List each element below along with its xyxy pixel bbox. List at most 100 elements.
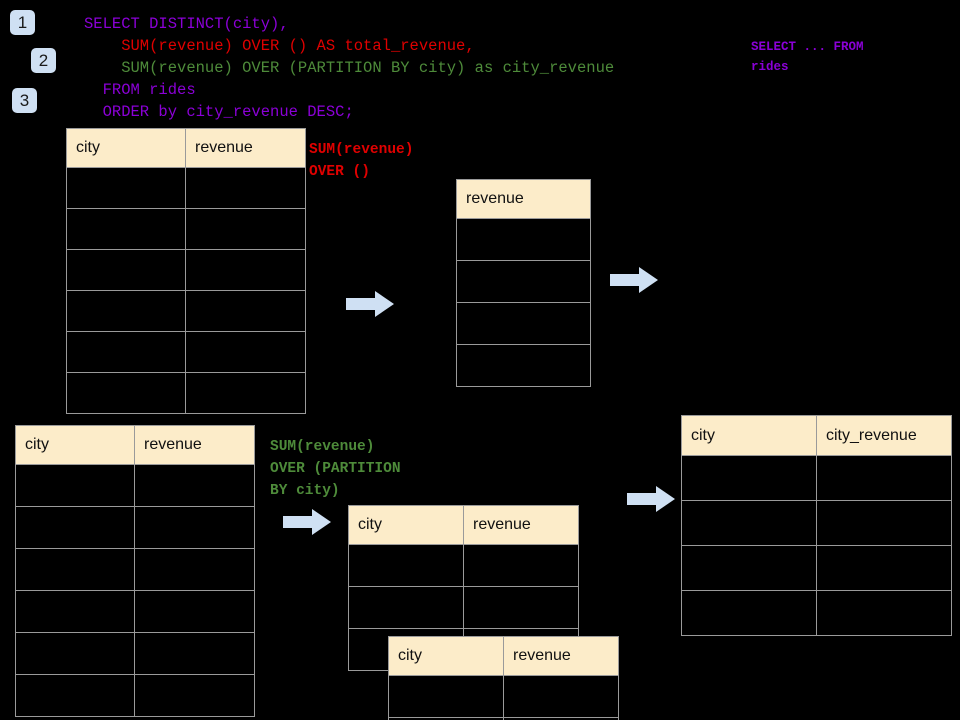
column-header-city: city [66, 128, 186, 168]
column-header-revenue: revenue [185, 128, 306, 168]
table-cell [348, 586, 464, 629]
table-rides-top: city revenue [66, 128, 306, 414]
table-cell [185, 249, 306, 291]
table-cell [185, 167, 306, 209]
table-row [66, 208, 306, 250]
table-cell [134, 464, 255, 507]
table-row [66, 331, 306, 373]
table-cell [681, 590, 817, 636]
column-header-revenue: revenue [134, 425, 255, 465]
table-row [681, 500, 952, 546]
column-header-city: city [348, 505, 464, 545]
table-result: city city_revenue [681, 415, 952, 636]
table-cell [185, 331, 306, 373]
table-header-row: city revenue [348, 505, 579, 545]
arrow-partition-to-result-icon [627, 486, 675, 512]
annotation-source-line1: SELECT ... FROM [751, 40, 864, 54]
table-cell [816, 590, 952, 636]
table-cell [681, 500, 817, 546]
table-rides-bottom: city revenue [15, 425, 255, 717]
table-row [348, 586, 579, 629]
table-cell [66, 249, 186, 291]
table-cell [816, 545, 952, 591]
arrow-rides-to-partition-icon [283, 509, 331, 535]
table-cell [681, 545, 817, 591]
table-cell [456, 260, 591, 303]
table-row [456, 218, 591, 261]
table-row [388, 675, 619, 718]
table-cell [66, 290, 186, 332]
table-row [681, 545, 952, 591]
table-cell [456, 344, 591, 387]
arrow-total-to-result-icon [610, 267, 658, 293]
table-cell [348, 544, 464, 587]
table-row [15, 464, 255, 507]
sql-line-select: SELECT DISTINCT(city), [84, 15, 289, 33]
table-cell [134, 548, 255, 591]
sql-line-city-revenue: SUM(revenue) OVER (PARTITION BY city) as… [84, 59, 615, 77]
table-row [15, 674, 255, 717]
table-row [66, 167, 306, 209]
column-header-revenue: revenue [463, 505, 579, 545]
table-cell [463, 544, 579, 587]
table-row [66, 372, 306, 414]
table-row [456, 260, 591, 303]
table-cell [185, 372, 306, 414]
column-header-city: city [15, 425, 135, 465]
sql-line-from: FROM rides [84, 81, 196, 99]
table-cell [503, 675, 619, 718]
table-header-row: city city_revenue [681, 415, 952, 456]
table-header-row: city revenue [388, 636, 619, 676]
table-cell [456, 218, 591, 261]
table-row [681, 590, 952, 636]
column-header-city: city [388, 636, 504, 676]
table-cell [66, 208, 186, 250]
table-header-row: city revenue [15, 425, 255, 465]
table-cell [816, 500, 952, 546]
column-header-revenue: revenue [456, 179, 591, 219]
annotation-source-line2: rides [751, 60, 789, 74]
table-row [66, 249, 306, 291]
sql-line-total-revenue: SUM(revenue) OVER () AS total_revenue, [84, 37, 475, 55]
table-cell [134, 590, 255, 633]
table-cell [66, 372, 186, 414]
table-row [15, 590, 255, 633]
table-row [388, 717, 619, 720]
table-cell [503, 717, 619, 720]
table-cell [388, 675, 504, 718]
step-badge-3: 3 [12, 88, 37, 113]
table-row [348, 544, 579, 587]
table-cell [816, 455, 952, 501]
column-header-city-revenue: city_revenue [816, 415, 952, 456]
table-cell [15, 674, 135, 717]
arrow-rides-to-total-icon [346, 291, 394, 317]
column-header-city: city [681, 415, 817, 456]
step-badge-1: 1 [10, 10, 35, 35]
annotation-over-partition-line2: OVER (PARTITION [270, 461, 401, 477]
table-cell [15, 590, 135, 633]
table-cell [15, 548, 135, 591]
table-row [456, 344, 591, 387]
table-cell [66, 331, 186, 373]
table-cell [185, 290, 306, 332]
annotation-over-partition-line3: BY city) [270, 483, 340, 499]
table-partition-front: city revenue [388, 636, 619, 720]
annotation-over-empty-line1: SUM(revenue) [309, 142, 414, 158]
annotation-over-partition-line1: SUM(revenue) [270, 439, 375, 455]
table-cell [185, 208, 306, 250]
table-header-row: city revenue [66, 128, 306, 168]
table-header-row: revenue [456, 179, 591, 219]
table-cell [15, 506, 135, 549]
table-cell [15, 632, 135, 675]
annotation-over-empty-line2: OVER () [309, 164, 370, 180]
table-cell [15, 464, 135, 507]
table-row [15, 548, 255, 591]
table-cell [134, 674, 255, 717]
table-cell [134, 632, 255, 675]
table-total-revenue: revenue [456, 179, 591, 387]
column-header-revenue: revenue [503, 636, 619, 676]
table-row [15, 506, 255, 549]
table-row [66, 290, 306, 332]
table-cell [681, 455, 817, 501]
